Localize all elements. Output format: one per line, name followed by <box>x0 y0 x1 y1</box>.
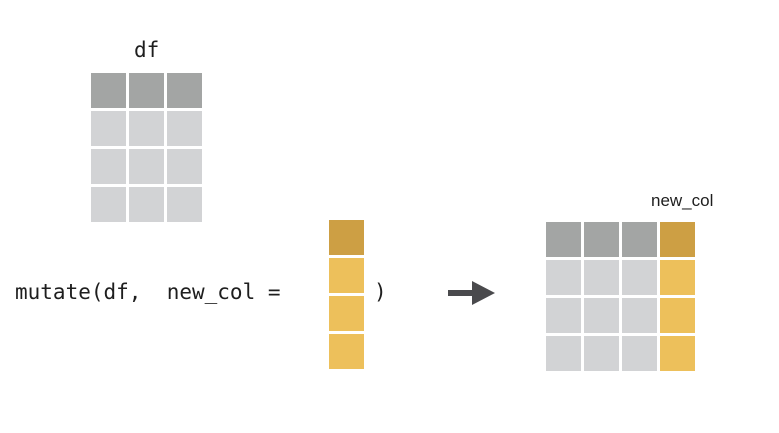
df-body-cell <box>167 149 202 184</box>
new-col-body-cell <box>329 296 364 331</box>
result-body-cell <box>622 298 657 333</box>
code-close-paren: ) <box>374 280 387 304</box>
result-new-col-body-cell <box>660 298 695 333</box>
result-body-cell <box>546 298 581 333</box>
result-body-cell <box>546 260 581 295</box>
result-body-cell <box>584 260 619 295</box>
new-column-vector <box>329 220 364 369</box>
df-body-cell <box>91 149 126 184</box>
new-col-body-cell <box>329 258 364 293</box>
df-header-cell <box>167 73 202 108</box>
result-body-cell <box>622 336 657 371</box>
df-header-cell <box>91 73 126 108</box>
df-body-cell <box>167 111 202 146</box>
result-new-col-label: new_col <box>651 191 714 210</box>
df-body-cell <box>129 187 164 222</box>
result-new-col-header-cell <box>660 222 695 257</box>
result-body-cell <box>622 260 657 295</box>
result-new-col-body-cell <box>660 336 695 371</box>
result-body-cell <box>584 298 619 333</box>
result-header-cell <box>622 222 657 257</box>
df-body-cell <box>167 187 202 222</box>
arrow-right-icon <box>448 281 495 305</box>
df-header-cell <box>129 73 164 108</box>
result-body-cell <box>584 336 619 371</box>
result-header-cell <box>546 222 581 257</box>
result-body-cell <box>546 336 581 371</box>
result-table <box>546 222 695 371</box>
df-body-cell <box>91 111 126 146</box>
df-body-cell <box>129 111 164 146</box>
df-body-cell <box>91 187 126 222</box>
mutate-code: mutate(df, new_col = <box>15 280 281 304</box>
result-new-col-body-cell <box>660 260 695 295</box>
new-col-body-cell <box>329 334 364 369</box>
new-col-header-cell <box>329 220 364 255</box>
df-label: df <box>134 38 160 62</box>
result-header-cell <box>584 222 619 257</box>
df-table <box>91 73 202 222</box>
df-body-cell <box>129 149 164 184</box>
